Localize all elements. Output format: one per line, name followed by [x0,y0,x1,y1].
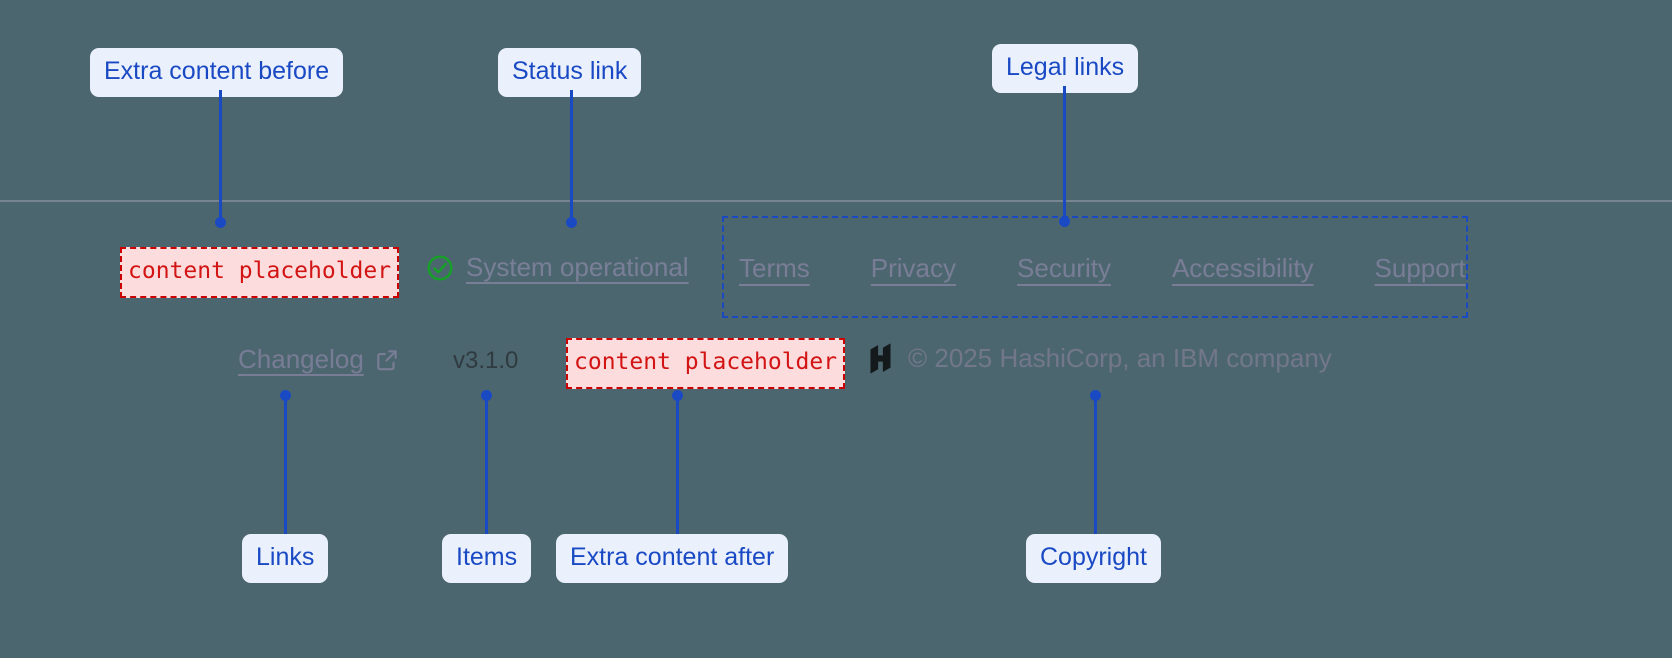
callout-extra-content-before: Extra content before [90,48,344,97]
changelog-link-label: Changelog [238,344,364,374]
legal-link-support[interactable]: Support [1374,253,1466,283]
connector-dot-extra-content-after [672,390,683,401]
callout-links: Links [242,534,329,583]
content-placeholder-after: content placeholder [566,338,846,389]
content-placeholder-before: content placeholder [120,247,400,298]
connector-dot-links [280,390,291,401]
external-link-icon [374,347,400,373]
status-link[interactable]: System operational [425,252,689,283]
legal-link-accessibility[interactable]: Accessibility [1171,253,1314,283]
connector-items [485,396,488,534]
version-text: v3.1.0 [453,347,519,374]
legal-link-privacy[interactable]: Privacy [870,253,957,283]
connector-extra-content-before [219,90,222,221]
connector-dot-copyright [1090,390,1101,401]
connector-status-link [570,90,573,221]
connector-dot-status-link [566,217,577,228]
legal-links: Terms Privacy Security Accessibility Sup… [739,253,1466,284]
copyright-row: © 2025 HashiCorp, an IBM company [866,343,1332,374]
connector-copyright [1094,396,1097,534]
footer-divider [0,200,1672,202]
callout-copyright: Copyright [1026,534,1161,583]
hashicorp-logo [866,343,895,374]
connector-dot-extra-content-before [215,217,226,228]
callout-legal-links: Legal links [992,44,1139,93]
connector-links [284,396,287,534]
connector-legal-links [1063,86,1066,221]
legal-link-security[interactable]: Security [1017,253,1111,283]
callout-extra-content-after: Extra content after [556,534,789,583]
callout-status-link: Status link [498,48,642,97]
connector-dot-items [481,390,492,401]
legal-link-terms[interactable]: Terms [739,253,810,283]
callout-items: Items [442,534,532,583]
legal-links-annotation-region [722,216,1468,318]
status-link-label: System operational [466,252,689,282]
changelog-link[interactable]: Changelog [238,344,400,375]
copyright-text: © 2025 HashiCorp, an IBM company [908,343,1332,373]
connector-dot-legal-links [1059,216,1070,227]
connector-extra-content-after [676,396,679,534]
check-circle-icon [425,253,455,283]
